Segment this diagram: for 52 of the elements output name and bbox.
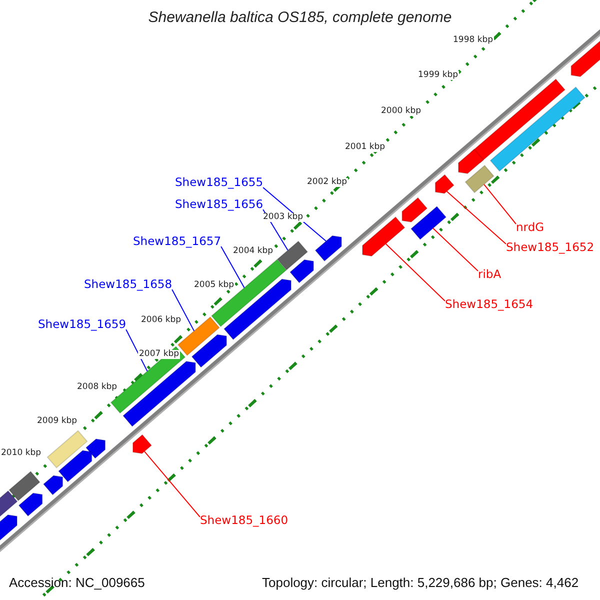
genome-info-text: Topology: circular; Length: 5,229,686 bp; Genes: 4,462: [262, 576, 579, 589]
leader-line: [446, 190, 506, 244]
gene-feature: [276, 240, 308, 271]
gene-feature: [434, 174, 455, 194]
gene-label: Shew185_1660: [200, 515, 288, 526]
gene-feature: [314, 235, 342, 262]
gene-feature: [289, 259, 314, 284]
scale-label: 1998 kbp: [452, 36, 494, 44]
gene-label: Shew185_1655: [175, 177, 264, 188]
gene-feature: [132, 434, 152, 454]
gene-feature: [410, 206, 447, 240]
leader-line: [432, 228, 478, 272]
scale-label: 2008 kbp: [76, 383, 118, 392]
scale-label: 2009 kbp: [36, 417, 78, 426]
scale-label: 2004 kbp: [232, 247, 274, 256]
gene-feature: [85, 438, 106, 459]
leader-line: [144, 450, 200, 518]
gene-label: Shew185_1659: [38, 319, 126, 330]
gene-label: Shew185_1658: [84, 279, 172, 290]
scale-label: 2007 kbp: [138, 350, 180, 358]
gene-feature: [8, 470, 40, 502]
gene-label: ribA: [478, 269, 502, 280]
gene-feature: [18, 492, 43, 517]
leader-line: [484, 184, 516, 224]
scale-label: 2005 kbp: [193, 281, 236, 290]
gene-label: Shew185_1657: [133, 236, 222, 248]
scale-label: 2003 kbp: [262, 213, 304, 222]
gene-feature: [191, 334, 228, 368]
scale-label: 2002 kbp: [306, 178, 348, 186]
gene-feature: [490, 86, 586, 172]
accession-text: Accession: NC_009665: [9, 576, 145, 589]
title: Shewanella baltica OS185, complete genome: [147, 10, 453, 25]
gene-feature: [122, 360, 196, 428]
gene-feature: [362, 216, 406, 257]
gene-feature: [58, 450, 92, 482]
leader-line: [172, 289, 195, 332]
gene-label: Shew185_1654: [445, 299, 534, 310]
leader-line: [126, 329, 148, 372]
gene-label: Shew185_1656: [175, 199, 264, 210]
scale-label: 2010 kbp: [0, 449, 42, 458]
gene-feature: [458, 148, 484, 174]
leader-line: [385, 243, 446, 302]
gene-feature: [46, 430, 88, 468]
gene-label: nrdG: [516, 222, 544, 234]
gene-label: Shew185_1652: [506, 242, 594, 254]
scale-label: 1999 kbp: [417, 71, 460, 80]
gene-feature: [402, 197, 428, 223]
scale-label: 2000 kbp: [380, 107, 422, 116]
leader-line: [220, 246, 245, 288]
scale-label: 2006 kbp: [140, 316, 182, 324]
scale-label: 2001 kbp: [344, 143, 386, 152]
gene-feature: [42, 475, 64, 496]
